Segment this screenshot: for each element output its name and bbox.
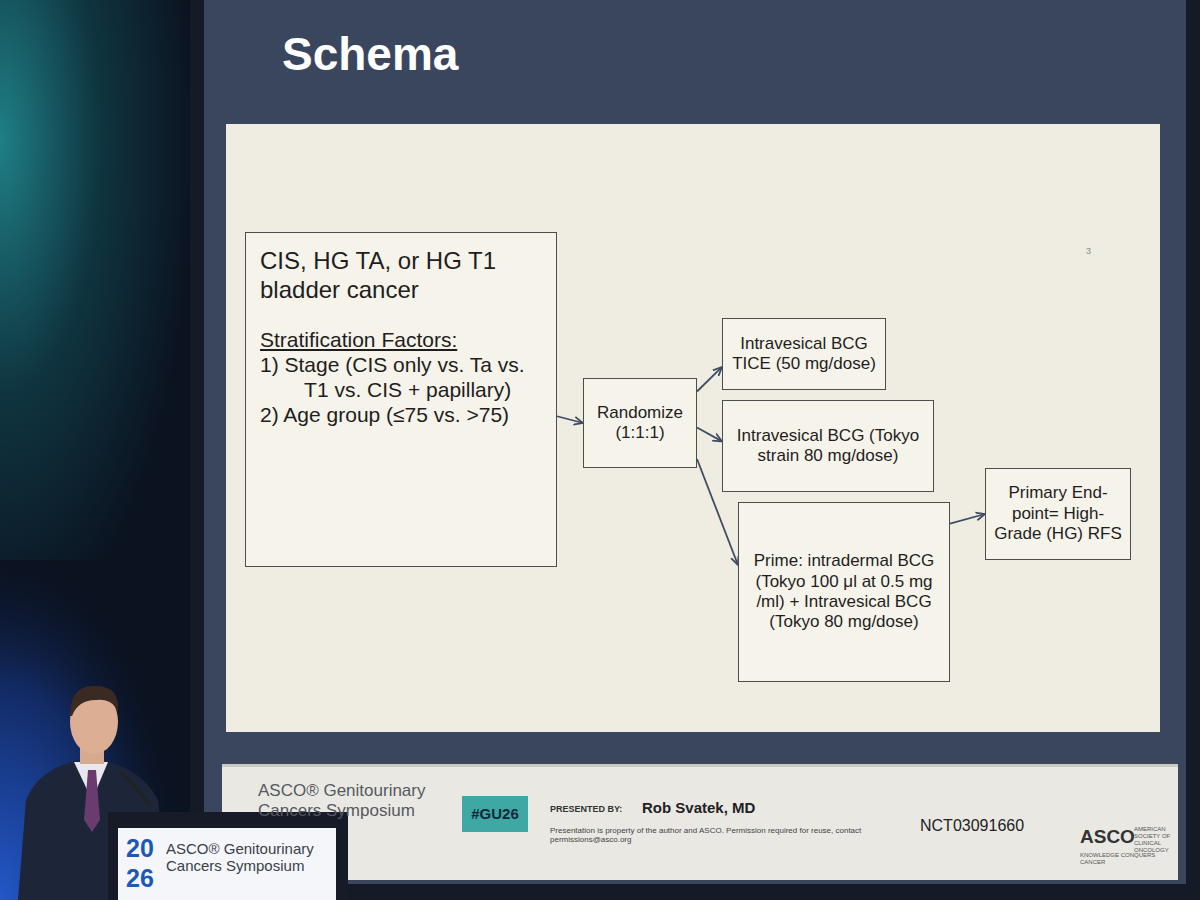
asco-logo: ASCO xyxy=(1080,826,1135,848)
asco-society: AMERICAN SOCIETY OF CLINICAL ONCOLOGY xyxy=(1134,826,1178,854)
podium xyxy=(108,812,348,900)
diagram-panel xyxy=(226,124,1160,732)
box-text: Prime: intradermal BCG (Tokyo 100 μl at … xyxy=(747,551,941,633)
arm-box: Intravesical BCG (Tokyo strain 80 mg/dos… xyxy=(722,400,934,492)
slide-number: 3 xyxy=(1086,246,1091,256)
footer-rule xyxy=(222,764,1178,767)
box-text: Randomize (1:1:1) xyxy=(590,403,690,444)
presenter-hair xyxy=(70,686,118,716)
footer-band xyxy=(222,764,1178,880)
box-text: CIS, HG TA, or HG T1 bladder cancer xyxy=(260,247,542,305)
randomize-box: Randomize (1:1:1) xyxy=(583,378,697,468)
eligibility-box: CIS, HG TA, or HG T1 bladder cancerStrat… xyxy=(245,232,557,567)
box-text: Intravesical BCG (Tokyo strain 80 mg/dos… xyxy=(731,426,925,467)
flow-arrow xyxy=(697,428,722,442)
podium-logo: ASCO® Genitourinary Cancers Symposium xyxy=(166,840,330,875)
symposium-logo: ASCO® Genitourinary Cancers Symposium xyxy=(258,781,448,820)
microphone xyxy=(120,772,150,806)
asco-motto: KNOWLEDGE CONQUERS CANCER xyxy=(1080,852,1176,866)
flow-arrow xyxy=(557,416,583,423)
arm-box: Intravesical BCG TICE (50 mg/dose) xyxy=(722,318,886,390)
box-text: Primary End-point= High-Grade (HG) RFS xyxy=(994,483,1122,544)
presenter-caption: PRESENTED BY: xyxy=(550,804,622,814)
box-detail: Stratification Factors: xyxy=(260,327,542,352)
copyright-note: Presentation is property of the author a… xyxy=(550,826,880,844)
podium-year: 20 xyxy=(126,834,154,863)
box-text: Intravesical BCG TICE (50 mg/dose) xyxy=(731,334,877,375)
box-detail: 1) Stage (CIS only vs. Ta vs. T1 vs. CIS… xyxy=(260,352,542,402)
presenter-name: Rob Svatek, MD xyxy=(642,799,755,816)
podium-screen xyxy=(118,828,336,900)
flow-arrow xyxy=(950,514,985,524)
flow-arrow xyxy=(697,367,722,392)
screen-frame xyxy=(190,0,1200,900)
endpoint-box: Primary End-point= High-Grade (HG) RFS xyxy=(985,468,1131,560)
trial-number: NCT03091660 xyxy=(920,817,1024,835)
podium-year: 26 xyxy=(126,864,154,893)
presenter-tie xyxy=(84,770,100,832)
box-detail: 2) Age group (≤75 vs. >75) xyxy=(260,402,542,427)
slide-ground xyxy=(204,0,1186,884)
slide-title: Schema xyxy=(282,28,458,81)
arm-box: Prime: intradermal BCG (Tokyo 100 μl at … xyxy=(738,502,950,682)
hashtag-badge: #GU26 xyxy=(462,796,528,832)
